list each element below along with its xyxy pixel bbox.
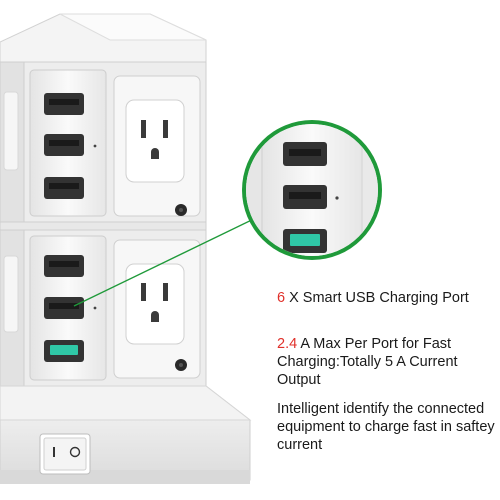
usb-port-icon — [283, 229, 327, 253]
feature-number: 6 — [277, 290, 286, 306]
feature-max-current: 2.4 A Max Per Port for Fast Charging:Tot… — [277, 335, 499, 389]
usb-port-icon — [44, 255, 84, 277]
usb-port-icon — [44, 340, 84, 362]
usb-port-icon — [283, 142, 327, 166]
power-strip-tower — [0, 13, 252, 484]
usb-port-icon — [44, 93, 84, 115]
usb-port-icon — [44, 177, 84, 199]
callout-line — [73, 214, 263, 307]
usb-port-icon — [44, 134, 84, 156]
feature-text: X Smart USB Charging Port — [285, 290, 469, 306]
feature-text: Intelligent identify the connected equip… — [277, 401, 495, 453]
feature-smart-charging: Intelligent identify the connected equip… — [277, 400, 499, 454]
ac-outlet-icon — [125, 99, 185, 183]
power-switch-icon — [39, 433, 91, 475]
ac-outlet-icon — [125, 263, 185, 345]
feature-text: A Max Per Port for Fast Charging:Totally… — [277, 336, 458, 388]
usb-port-icon — [283, 185, 327, 209]
feature-number: 2.4 — [277, 336, 298, 352]
zoom-circle — [242, 120, 382, 260]
feature-usb-ports: 6 X Smart USB Charging Port — [277, 289, 499, 307]
usb-port-icon — [44, 297, 84, 319]
